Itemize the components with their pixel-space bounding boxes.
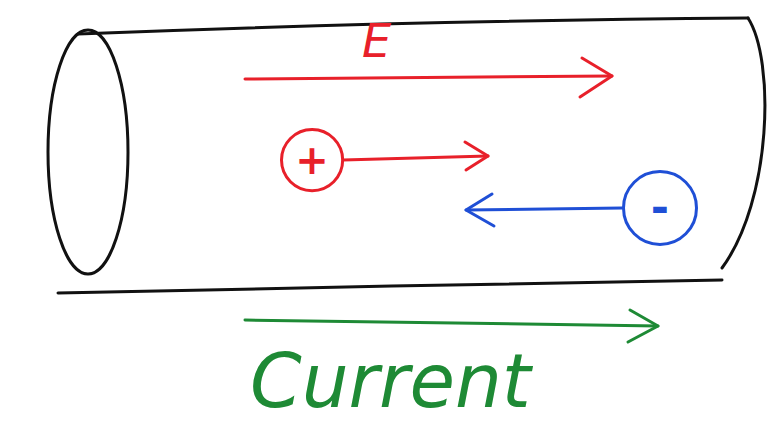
current-arrow — [245, 320, 658, 326]
field-arrow — [245, 76, 612, 79]
drift-arrowhead — [465, 142, 488, 170]
charge-sign: + — [295, 140, 329, 180]
drift-arrow — [343, 156, 488, 160]
current-arrowhead — [628, 310, 658, 342]
positive-charge: + — [280, 128, 344, 192]
drift-arrowhead — [466, 194, 494, 226]
wire-end — [722, 18, 765, 268]
charge-outline — [624, 172, 697, 245]
wire-edge — [78, 18, 748, 34]
drift-arrow — [466, 208, 622, 210]
wire-edge — [58, 280, 722, 293]
charge-sign: - — [651, 186, 669, 230]
field-arrowhead — [580, 58, 612, 97]
current-label: Current — [250, 344, 531, 418]
wire-end — [48, 30, 128, 274]
negative-charge: - — [622, 170, 698, 246]
charge-outline — [281, 129, 342, 190]
field-label: E — [362, 18, 391, 64]
